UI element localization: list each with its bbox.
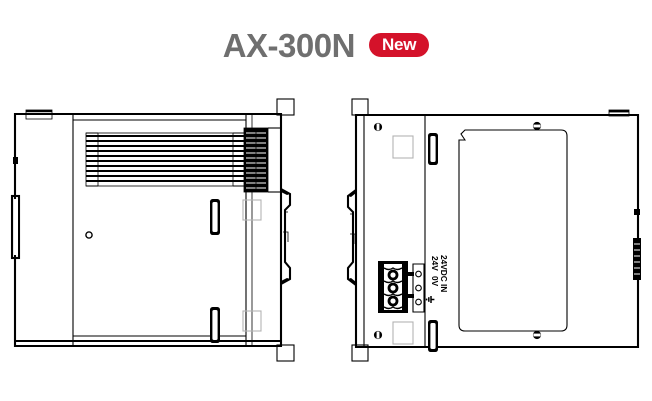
side-left-edge-slots [10,157,21,260]
side-square-outline-lower [242,310,262,332]
mounting-tab-bottom-right [276,344,295,362]
new-badge: New [368,33,430,57]
page-title: AX-300N [222,26,356,64]
side-vertical-slot-lower [210,307,220,343]
side-view-drawing [10,98,295,362]
din-rail-clip-rear [346,189,357,286]
power-terminal-block: 24VDC IN 24V 0V [378,255,449,313]
screw-boss-top-right [532,121,542,131]
screw-boss-bottom-right [532,330,542,340]
rear-vertical-slot-lower [428,320,438,352]
screw-boss-top-left [373,122,383,132]
rear-mounting-tab-top [351,98,369,116]
label-panel [458,129,568,332]
ground-symbol-icon [425,296,435,303]
rear-vertical-slot-upper [428,133,438,165]
ventilation-louvers [85,132,248,187]
screw-boss-bottom-left [373,330,383,340]
side-vertical-slot-upper [210,199,220,235]
side-connector-strip [633,209,641,280]
backplane-connector-grille [243,127,269,193]
side-square-outline-upper [242,199,262,221]
terminal-screw-holes [387,269,399,307]
rear-mounting-tab-bottom [351,344,369,362]
terminal-pin-24v-label: 24V [430,256,440,271]
din-rail-clip-side [280,188,292,285]
rear-square-outline-upper [392,135,414,159]
mounting-tab-top-right [276,98,295,116]
side-view-body [13,112,283,348]
terminal-pin-0v-label: 0V [430,276,440,287]
side-hole [85,231,93,239]
rear-view-body [354,113,640,349]
title-block: AX-300N New [0,22,652,68]
side-right-panel [268,127,281,193]
terminal-pinout-plate [407,263,425,313]
terminal-title-label: 24VDC IN [439,255,449,292]
rear-view-drawing: 24VDC IN 24V 0V [346,98,641,362]
rear-square-outline-lower [392,321,414,345]
